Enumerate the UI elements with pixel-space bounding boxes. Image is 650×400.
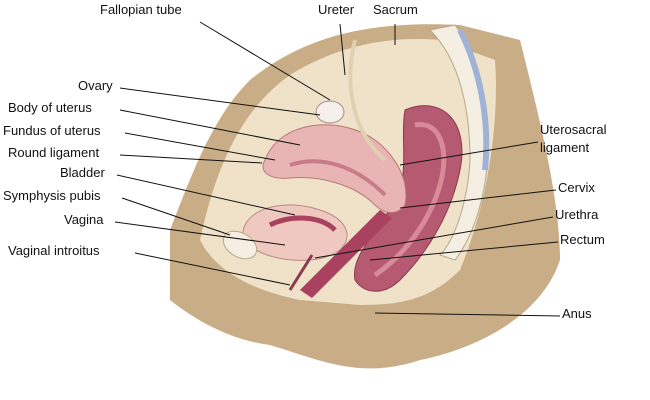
label-ligament: ligament (540, 140, 590, 155)
label-fundus-of-uterus: Fundus of uterus (3, 123, 101, 138)
label-anus: Anus (562, 306, 592, 321)
label-body-of-uterus: Body of uterus (8, 100, 92, 115)
vagina (300, 210, 392, 298)
label-vagina: Vagina (64, 212, 104, 227)
ureter (348, 39, 387, 162)
label-urethra: Urethra (555, 207, 599, 222)
leader-lines (114, 21, 561, 317)
label-vaginal-introitus: Vaginal introitus (8, 243, 100, 258)
label-ureter: Ureter (318, 2, 355, 17)
label-bladder: Bladder (60, 165, 105, 180)
sacral-canal (457, 28, 490, 171)
ovary (315, 100, 345, 124)
uterine-cavity (289, 159, 387, 197)
label-round-ligament: Round ligament (8, 145, 100, 160)
label-fallopian-tube: Fallopian tube (100, 2, 182, 17)
label-symphysis-pubis: Symphysis pubis (3, 188, 101, 203)
label-ovary: Ovary (78, 78, 113, 93)
label-sacrum: Sacrum (373, 2, 418, 17)
urethra (288, 254, 314, 291)
label-rectum: Rectum (560, 232, 605, 247)
label-cervix: Cervix (558, 180, 595, 195)
label-uterosacral: Uterosacral (540, 122, 607, 137)
